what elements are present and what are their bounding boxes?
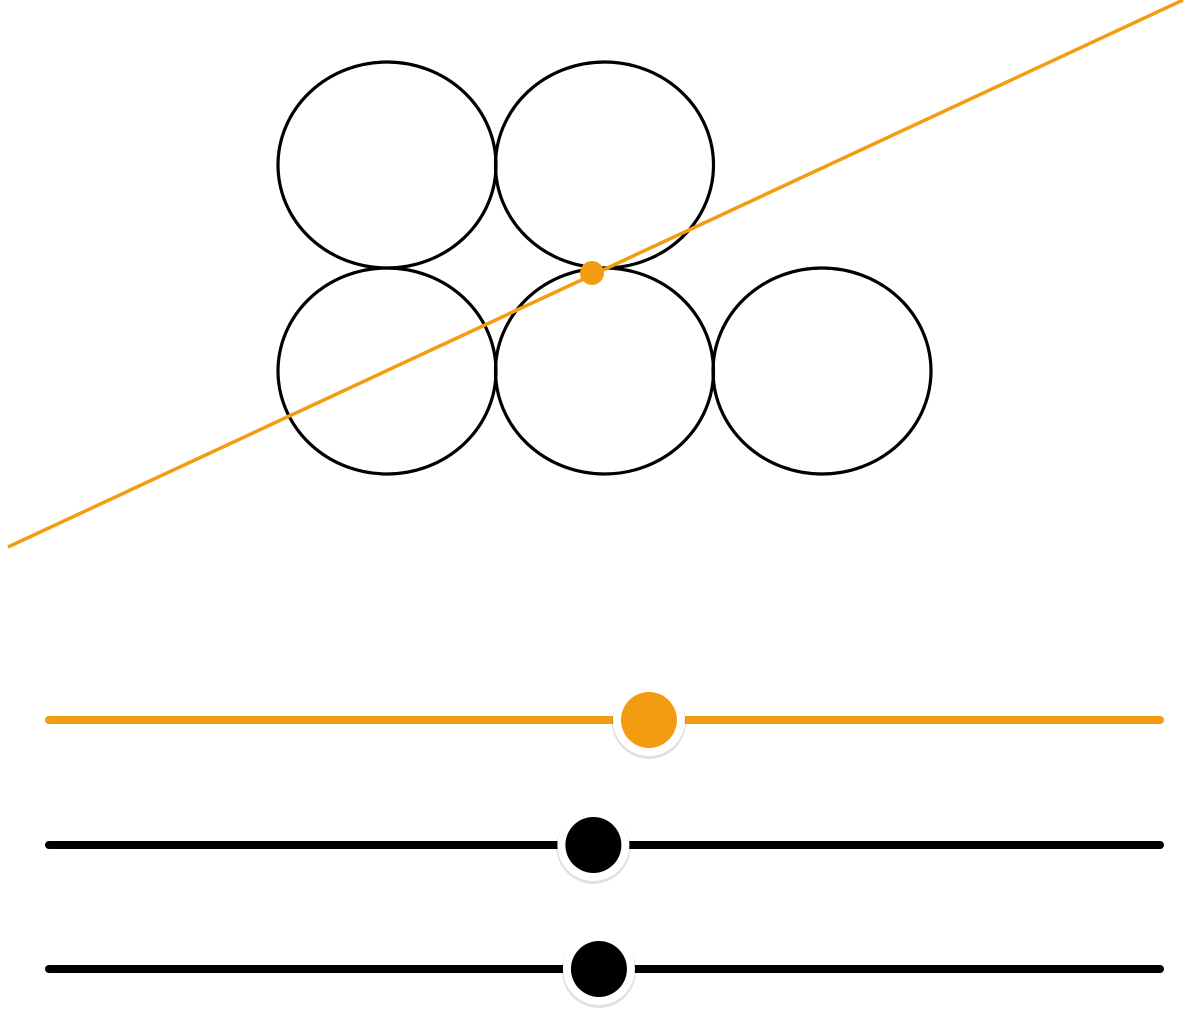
- position-x-slider[interactable]: [45, 809, 1164, 884]
- line-pivot-point[interactable]: [580, 261, 604, 285]
- slider-panel: [45, 684, 1164, 1008]
- circle-top-middle: [493, 60, 716, 270]
- angle-slider-thumb-knob[interactable]: [620, 692, 677, 748]
- position-y-slider-thumb-knob[interactable]: [570, 941, 627, 997]
- position-y-slider[interactable]: [45, 933, 1164, 1008]
- position-x-slider-thumb-knob[interactable]: [565, 817, 622, 873]
- circle-bottom-right: [711, 266, 933, 476]
- angle-slider[interactable]: [45, 684, 1164, 759]
- circle-bottom-middle: [493, 266, 716, 476]
- circle-top-left: [276, 60, 498, 270]
